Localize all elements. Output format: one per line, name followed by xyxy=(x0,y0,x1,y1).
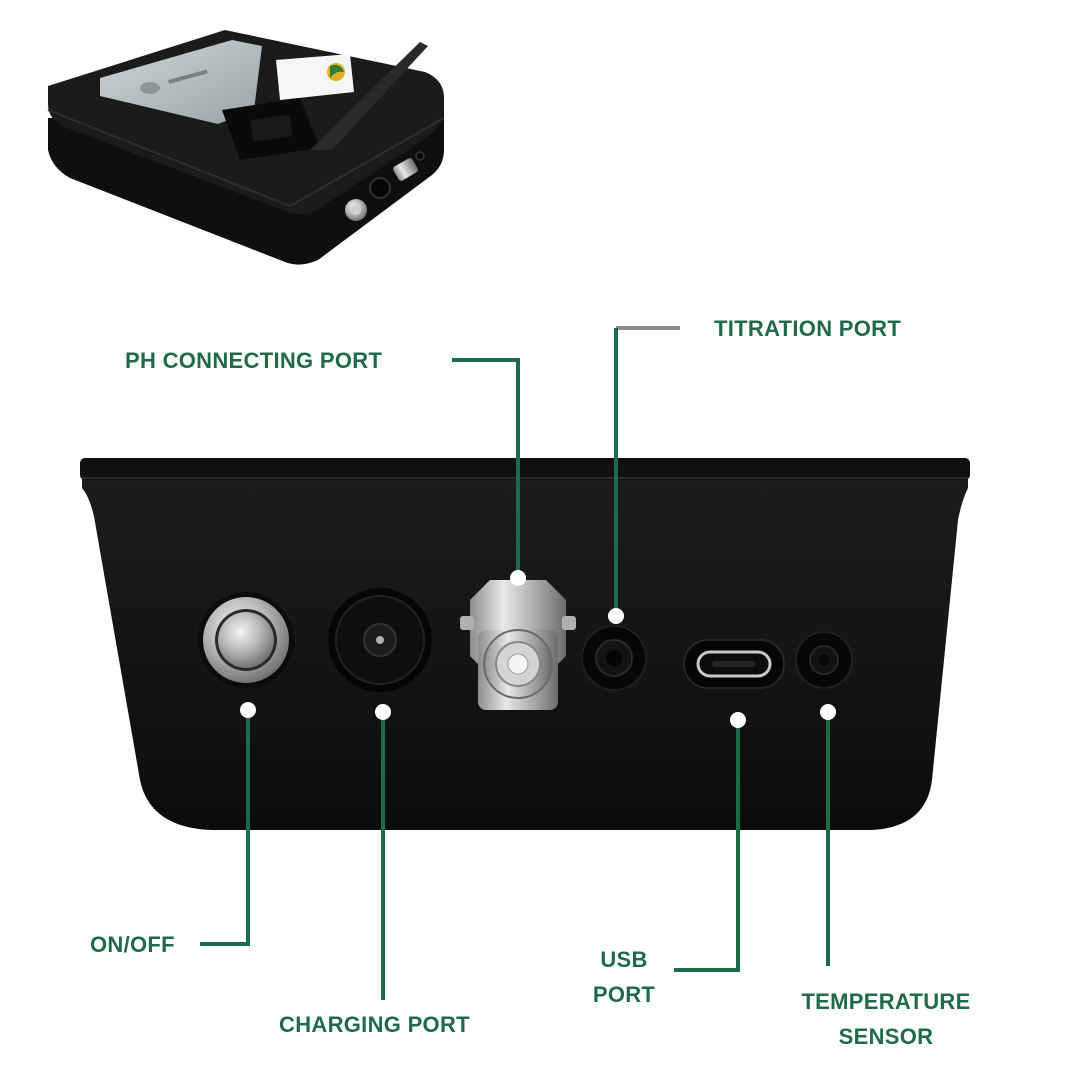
usb-port-label-line1: USB xyxy=(600,947,648,972)
device-front-view xyxy=(80,458,970,830)
temperature-sensor-label: TEMPERATURE SENSOR xyxy=(786,984,986,1054)
device-perspective-view xyxy=(47,30,445,265)
charging-port-label: CHARGING PORT xyxy=(279,1012,470,1037)
power-button-icon xyxy=(198,592,294,688)
on-off-label: ON/OFF xyxy=(90,932,175,957)
dc-jack-icon xyxy=(328,588,432,692)
temperature-sensor-label-line1: TEMPERATURE xyxy=(801,989,971,1014)
titration-port-label: TITRATION PORT xyxy=(714,316,902,341)
device-screen xyxy=(100,40,262,124)
temperature-jack-icon xyxy=(795,631,853,689)
leader-lines xyxy=(200,326,830,1000)
temperature-sensor-label-line2: SENSOR xyxy=(838,1024,934,1049)
usb-c-icon xyxy=(683,639,785,689)
ph-port-label: PH CONNECTING PORT xyxy=(125,348,383,373)
usb-port-label: USB PORT xyxy=(584,942,664,1012)
bnc-connector-icon xyxy=(460,580,576,710)
leader-dots xyxy=(240,570,836,728)
audio-jack-icon xyxy=(581,625,647,691)
usb-port-label-line2: PORT xyxy=(592,982,656,1007)
